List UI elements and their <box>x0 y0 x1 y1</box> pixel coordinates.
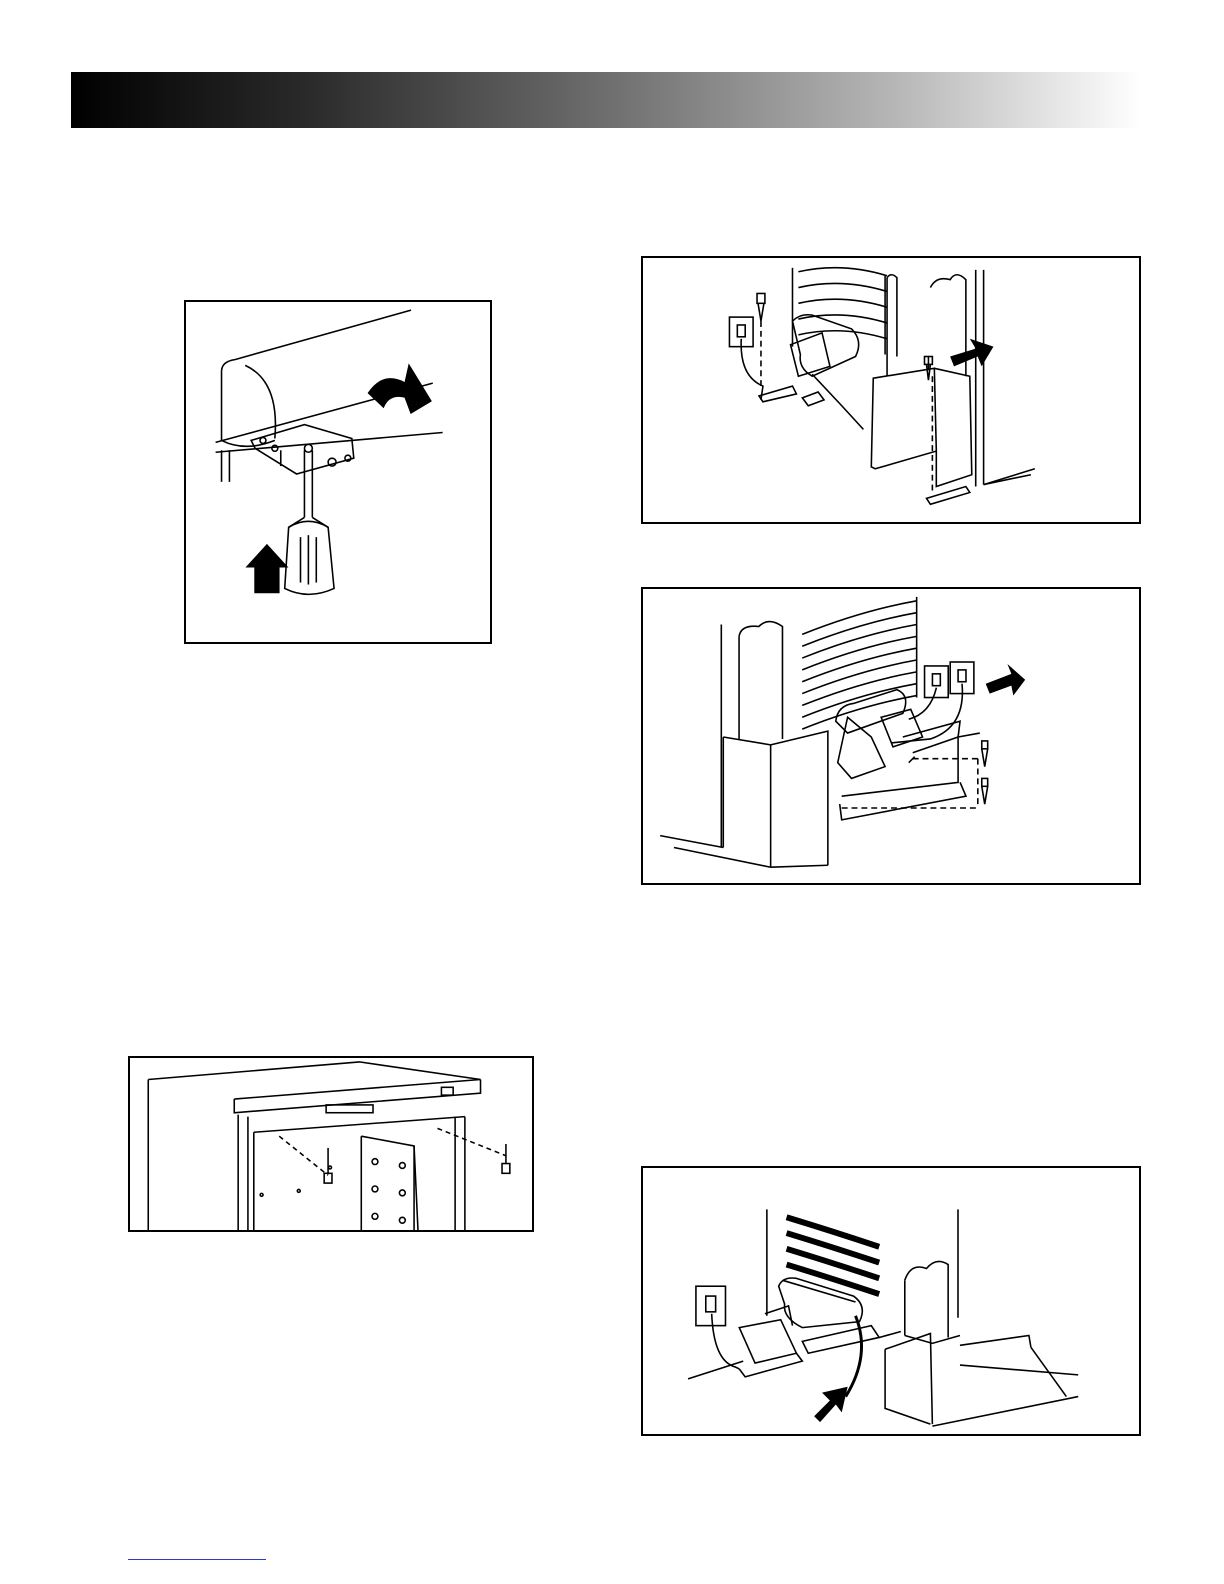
figure-rear-cover-screw <box>641 256 1141 524</box>
drain-tube-illustration <box>643 1168 1139 1434</box>
figure-hinge-cover-removal <box>184 300 492 644</box>
footer-link-rule <box>128 1559 266 1560</box>
top-trim-illustration <box>130 1058 532 1230</box>
hinge-cover-illustration <box>186 302 490 642</box>
base-plate-illustration <box>643 589 1139 883</box>
rear-cover-illustration <box>643 258 1139 522</box>
figure-drain-tube <box>641 1166 1141 1436</box>
section-header-bar <box>71 72 1141 128</box>
figure-top-trim-screws <box>128 1056 534 1232</box>
figure-base-plate-screws <box>641 587 1141 885</box>
